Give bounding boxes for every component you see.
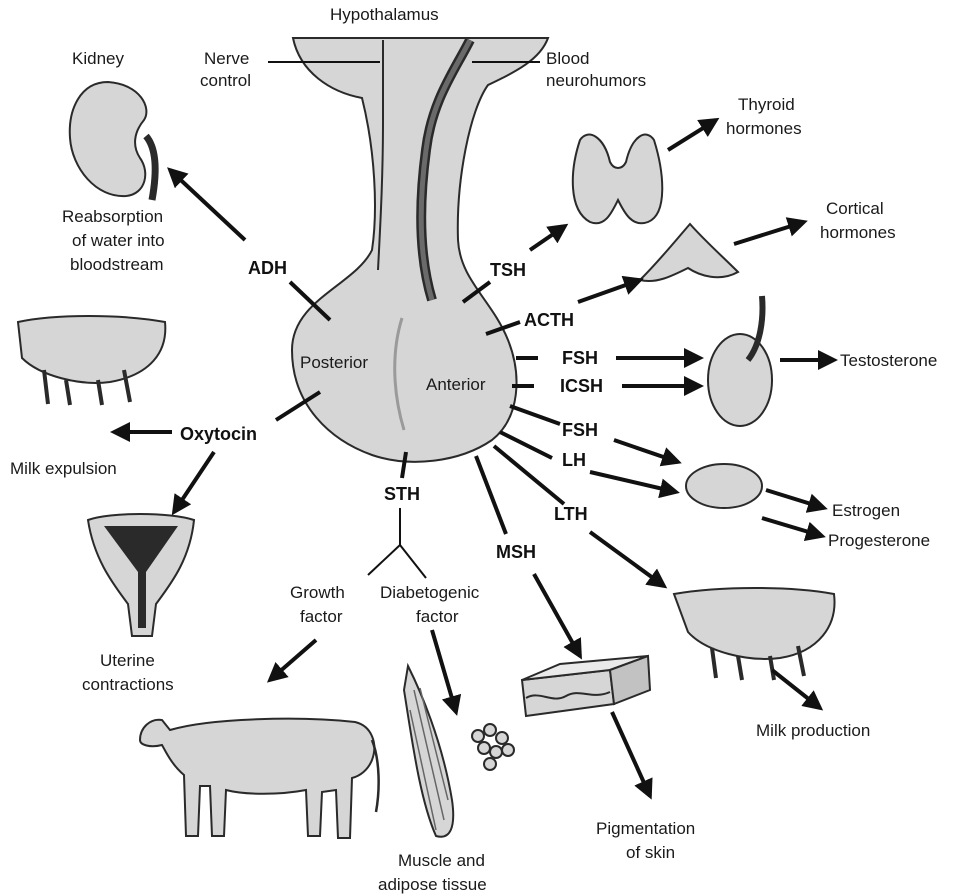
label-reabsorption: Reabsorption	[62, 207, 163, 226]
label-blood: Blood	[546, 49, 589, 68]
pituitary-gland	[292, 38, 548, 462]
hormone-lth: LTH	[554, 504, 588, 524]
diabetogenic-arrow	[432, 630, 456, 712]
hormone-msh: MSH	[496, 542, 536, 562]
hormone-acth: ACTH	[524, 310, 574, 330]
sth-split-left	[368, 545, 400, 575]
label-bloodstream: bloodstream	[70, 255, 164, 274]
label-hypothalamus: Hypothalamus	[330, 5, 439, 24]
label-cortical: Cortical	[826, 199, 884, 218]
label-of-water-into: of water into	[72, 231, 165, 250]
muscle-illustration	[404, 666, 453, 837]
mammary-gland-left	[18, 316, 165, 405]
thyroid-shape	[573, 135, 662, 224]
growth-arrow	[270, 640, 316, 680]
label-control: control	[200, 71, 251, 90]
ovary-illustration	[686, 464, 762, 508]
testis-shape	[708, 334, 772, 426]
label-estrogen: Estrogen	[832, 501, 900, 520]
label-neurohumors: neurohumors	[546, 71, 646, 90]
fat-cell	[478, 742, 490, 754]
label-progesterone: Progesterone	[828, 531, 930, 550]
hormone-fsh-female: FSH	[562, 420, 598, 440]
kidney-shape	[70, 82, 147, 196]
label-kidney: Kidney	[72, 49, 124, 68]
cow-body	[140, 719, 374, 838]
acth-arrow	[578, 280, 640, 302]
fat-cell	[502, 744, 514, 756]
milk-production-arrow	[772, 670, 820, 708]
fat-cell	[496, 732, 508, 744]
cortical-arrow	[734, 222, 804, 244]
label-growth: Growth	[290, 583, 345, 602]
thyroid-hormones-arrow	[668, 120, 716, 150]
sth-split-right	[400, 545, 426, 578]
hormone-oxytocin: Oxytocin	[180, 424, 257, 444]
label-of-skin: of skin	[626, 843, 675, 862]
label-milk-expulsion: Milk expulsion	[10, 459, 117, 478]
ureter	[146, 136, 155, 200]
fat-cell	[472, 730, 484, 742]
msh-line	[476, 456, 506, 534]
hormone-adh: ADH	[248, 258, 287, 278]
hormone-tsh: TSH	[490, 260, 526, 280]
hormone-fsh-male: FSH	[562, 348, 598, 368]
fat-cell	[484, 758, 496, 770]
arrows	[114, 120, 834, 796]
pigmentation-arrow	[612, 712, 650, 796]
adipose-illustration	[472, 724, 514, 770]
tsh-arrow	[530, 226, 565, 250]
lth-arrow	[590, 532, 664, 586]
hormone-icsh: ICSH	[560, 376, 603, 396]
udder-right-shape	[674, 588, 835, 659]
label-thyroid: Thyroid	[738, 95, 795, 114]
label-posterior: Posterior	[300, 353, 368, 372]
udder-left-shape	[18, 316, 165, 383]
label-contractions: contractions	[82, 675, 174, 694]
ovary-shape	[686, 464, 762, 508]
testis-illustration	[708, 296, 772, 426]
label-muscle-and: Muscle and	[398, 851, 485, 870]
kidney-illustration	[70, 82, 155, 200]
msh-arrow	[534, 574, 580, 656]
label-growth-factor: factor	[300, 607, 343, 626]
hormone-sth: STH	[384, 484, 420, 504]
hormone-lh: LH	[562, 450, 586, 470]
label-diabetogenic: Diabetogenic	[380, 583, 480, 602]
label-testosterone: Testosterone	[840, 351, 937, 370]
lth-line	[494, 446, 564, 504]
progesterone-arrow	[762, 518, 822, 536]
lh-line	[500, 432, 552, 458]
label-anterior: Anterior	[426, 375, 486, 394]
thyroid-illustration	[573, 135, 662, 224]
label-diabetogenic-factor: factor	[416, 607, 459, 626]
lh-arrow	[590, 472, 676, 492]
fat-cell	[484, 724, 496, 736]
fsh-female-line	[510, 406, 560, 424]
uterus-illustration	[88, 514, 194, 636]
label-milk-production: Milk production	[756, 721, 870, 740]
fat-cell	[490, 746, 502, 758]
cow-illustration	[140, 719, 379, 838]
adrenal-shape	[640, 224, 738, 281]
label-cortical-hormones: hormones	[820, 223, 896, 242]
skin-illustration	[522, 656, 650, 716]
label-thyroid-hormones: hormones	[726, 119, 802, 138]
label-adipose-tissue: adipose tissue	[378, 875, 487, 894]
mammary-gland-right	[674, 588, 835, 680]
label-pigmentation: Pigmentation	[596, 819, 695, 838]
adh-arrow	[170, 170, 245, 240]
uterine-arrow	[174, 452, 214, 512]
adrenal-illustration	[640, 224, 738, 281]
fsh-female-arrow	[614, 440, 678, 462]
label-uterine: Uterine	[100, 651, 155, 670]
estrogen-arrow	[766, 490, 824, 508]
label-nerve: Nerve	[204, 49, 249, 68]
